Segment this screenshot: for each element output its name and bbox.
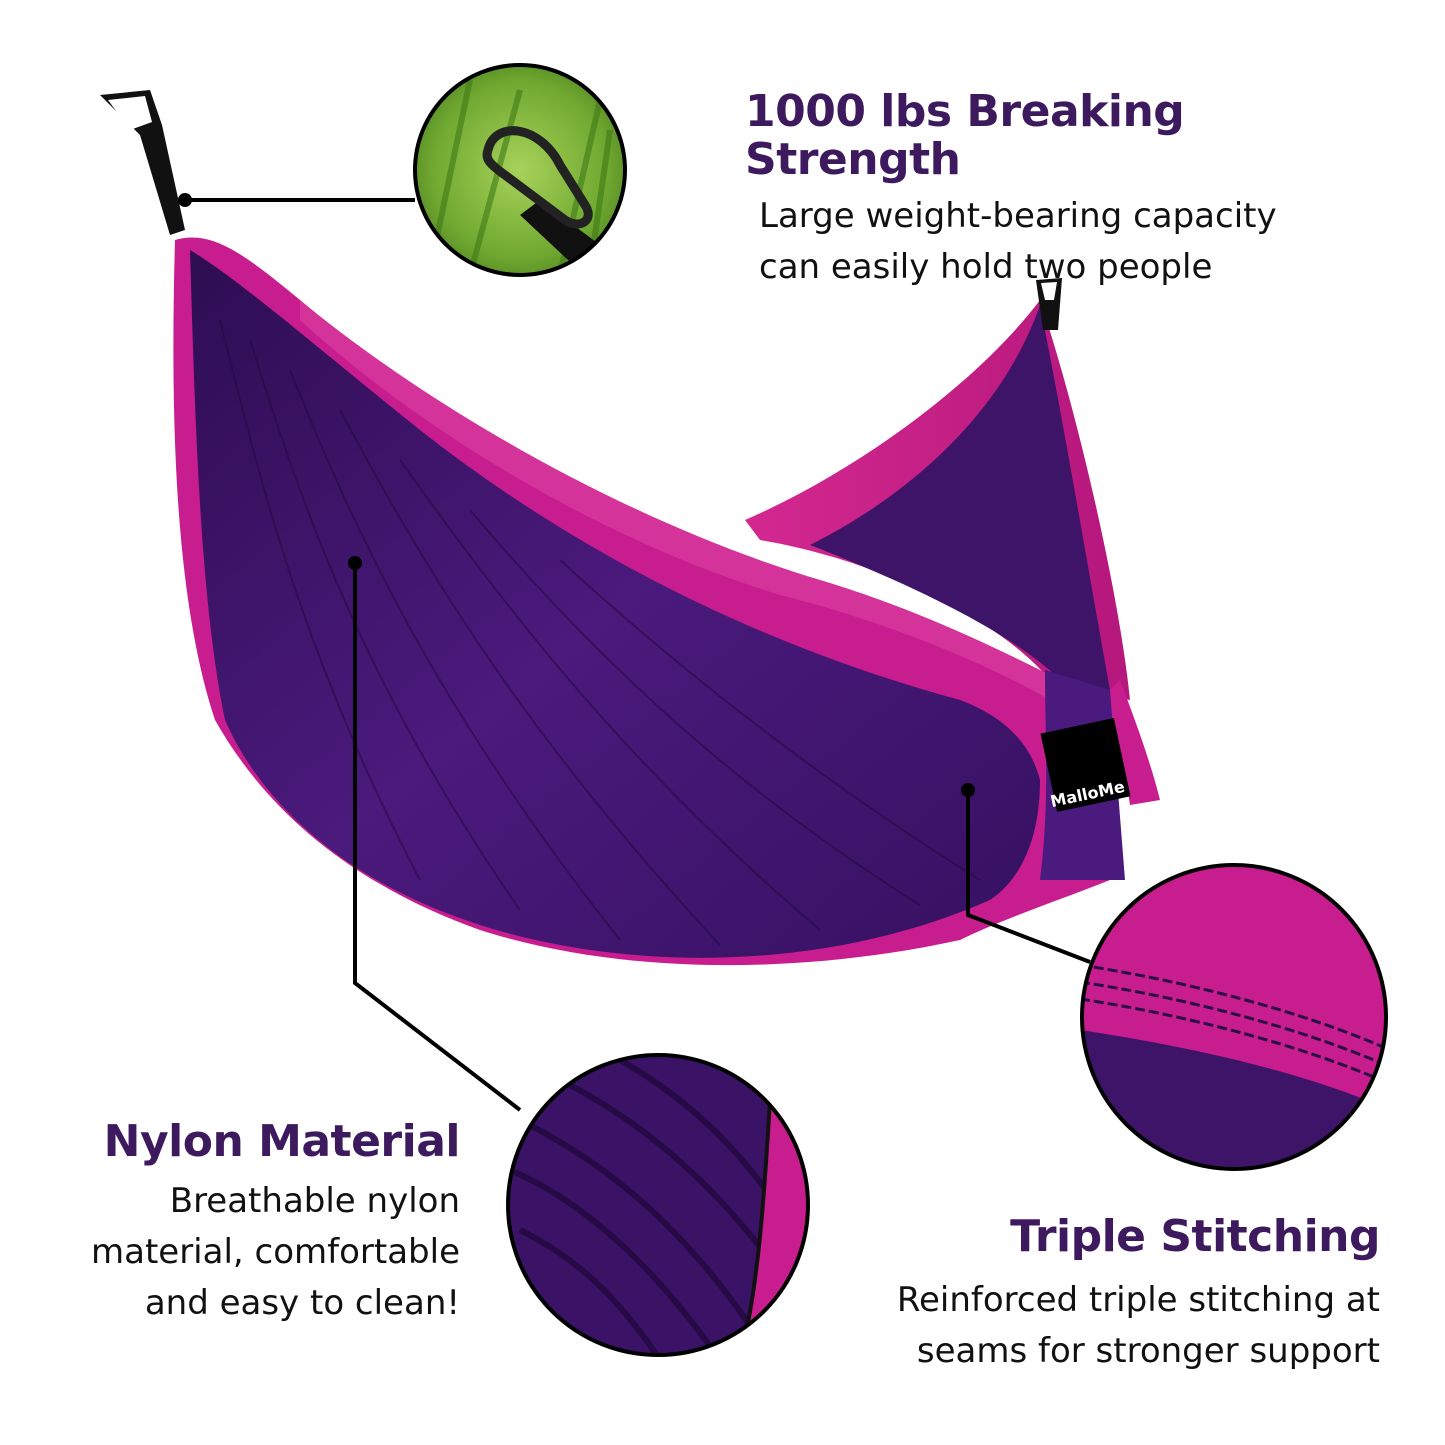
feature-nylon-line3: and easy to clean!	[144, 1283, 460, 1324]
feature-strength-line1: Large weight-bearing capacity	[759, 195, 1277, 236]
feature-stitching: Triple Stitching Reinforced triple stitc…	[800, 1211, 1381, 1377]
feature-nylon: Nylon Material Breathable nylon material…	[20, 1116, 461, 1329]
feature-stitching-title: Triple Stitching	[1010, 1211, 1380, 1262]
feature-stitching-line1: Reinforced triple stitching at	[896, 1280, 1380, 1321]
leader-dot-stitch	[961, 783, 975, 797]
hammock-near-strap	[100, 90, 185, 235]
feature-stitching-line2: seams for stronger support	[916, 1331, 1380, 1372]
feature-nylon-title: Nylon Material	[103, 1116, 461, 1167]
stitching-detail-circle	[1080, 863, 1388, 1171]
nylon-detail-circle	[506, 1053, 810, 1357]
feature-nylon-line2: material, comfortable	[90, 1232, 460, 1273]
leader-dot-nylon	[348, 556, 362, 570]
hammock-far-strap	[1036, 278, 1062, 330]
leader-lines	[185, 198, 1091, 1112]
feature-nylon-line1: Breathable nylon	[169, 1181, 460, 1222]
carabiner-detail-circle	[413, 63, 627, 277]
feature-strength-line2: can easily hold two people	[759, 246, 1213, 287]
leader-dot-strap	[178, 193, 192, 207]
carabiner-icon	[482, 126, 593, 229]
hammock-far-end	[745, 300, 1160, 805]
feature-strength: 1000 lbs Breaking Strength Large weight-…	[745, 86, 1405, 293]
feature-strength-title: 1000 lbs Breaking Strength	[745, 86, 1185, 186]
hammock-body	[173, 237, 1131, 966]
